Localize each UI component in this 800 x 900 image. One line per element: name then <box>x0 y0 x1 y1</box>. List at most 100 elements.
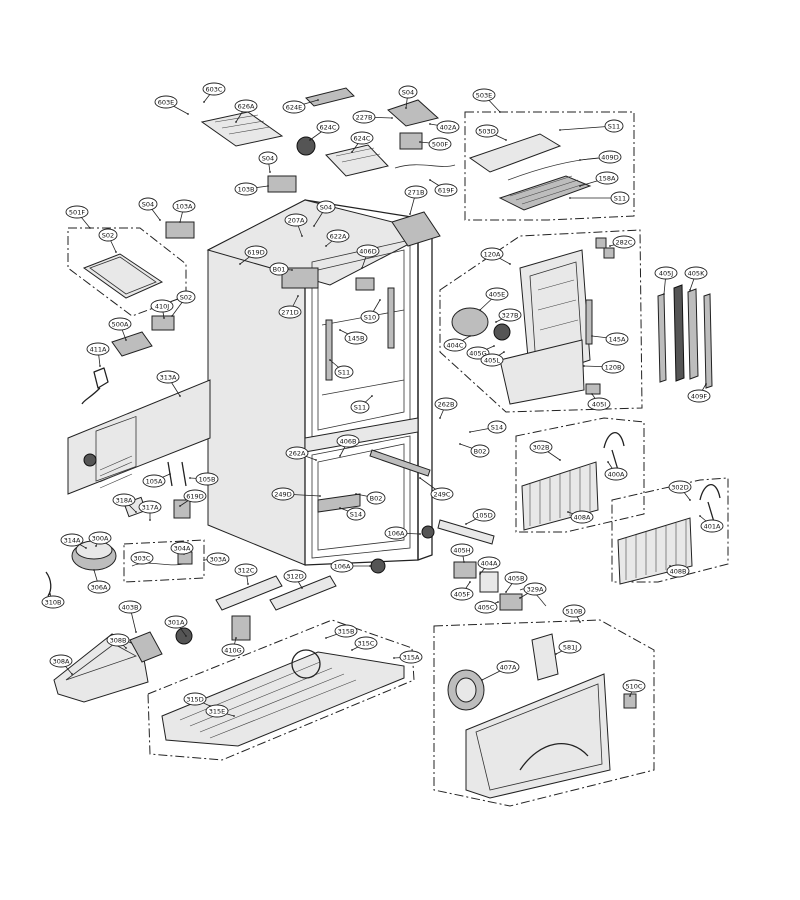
callout-s10: S10 <box>360 299 381 324</box>
callout-bubble <box>205 704 229 718</box>
callout-bubble <box>558 640 582 654</box>
callout-bubble <box>282 100 306 114</box>
callout-404a: 404A <box>477 556 501 575</box>
callout-label: 317A <box>142 504 159 512</box>
callout-145a: 145A <box>591 332 629 346</box>
compressor-parts <box>45 461 205 597</box>
callout-315d: 315D <box>183 692 211 707</box>
callout-624e: 624E <box>282 99 319 114</box>
leader-end <box>319 495 321 497</box>
callout-405c: 405C <box>474 600 499 614</box>
callout-249c: 249C <box>419 477 454 501</box>
callout-b02a: B02 <box>459 443 490 458</box>
leader-end <box>297 295 299 297</box>
callout-318a: 318A <box>112 493 137 513</box>
leader-end <box>429 179 431 181</box>
callout-label: 315E <box>209 708 226 716</box>
leader-end <box>569 197 571 199</box>
lamp-cover <box>468 133 562 173</box>
leader-end <box>705 383 707 385</box>
callout-label: S04 <box>262 155 274 163</box>
leader-end <box>591 335 593 337</box>
leader-end <box>371 395 373 397</box>
callout-bubble <box>65 205 89 219</box>
callout-label: 315A <box>403 654 420 662</box>
leader-end <box>379 299 381 301</box>
callout-bubble <box>404 185 428 199</box>
leader-end <box>339 507 341 509</box>
callout-label: 145A <box>609 336 626 344</box>
callout-label: 314A <box>64 537 81 545</box>
callout-label: 249C <box>434 491 451 499</box>
callout-label: 408B <box>670 568 687 576</box>
leader-end <box>233 715 235 717</box>
callout-329a: 329A <box>519 582 547 599</box>
group-503e-boundary <box>464 111 635 221</box>
callout-label: 313A <box>160 374 177 382</box>
callout-bubble <box>428 137 452 151</box>
leader-end <box>469 335 471 337</box>
callout-145b: 145B <box>339 329 368 345</box>
callout-label: 410G <box>224 647 241 655</box>
callout-label: 105A <box>146 478 163 486</box>
leader-end <box>125 339 127 341</box>
callout-409f: 409F <box>687 383 711 403</box>
callout-label: S04 <box>402 89 414 97</box>
callout-label: 310B <box>45 599 62 607</box>
callout-bubble <box>269 262 289 276</box>
callout-label: 405C <box>478 604 495 612</box>
callout-405k: 405K <box>684 266 708 291</box>
leader-end <box>269 171 271 173</box>
callout-308b: 308B <box>106 633 130 649</box>
leader-end <box>125 647 127 649</box>
callout-106a: 106A <box>384 526 421 540</box>
callout-105d: 105D <box>465 508 496 525</box>
callout-303a: 303A <box>203 552 230 566</box>
callout-label: B02 <box>474 448 487 456</box>
leader-end <box>579 621 581 623</box>
callout-bubble <box>399 650 423 664</box>
callout-label: 207A <box>288 217 305 225</box>
callout-bubble <box>172 199 196 213</box>
callout-603c: 603C <box>202 82 226 103</box>
callout-bubble <box>234 563 258 577</box>
machine-compartment-tray <box>53 631 163 703</box>
callout-s14b: S14 <box>339 507 366 521</box>
callout-label: 105D <box>475 512 492 520</box>
callout-282c: 282C <box>609 235 636 249</box>
callout-s11c: S11 <box>329 359 354 379</box>
callout-315a: 315A <box>393 650 423 664</box>
callout-label: 120A <box>484 251 501 259</box>
callout-bubble <box>283 569 307 583</box>
callout-158a: 158A <box>579 171 619 187</box>
callout-label: 303C <box>134 555 151 563</box>
callout-bubble <box>475 124 499 138</box>
callout-label: 302B <box>533 444 550 452</box>
callout-label: 503D <box>478 128 495 136</box>
leader-end <box>409 213 411 215</box>
callout-label: 308A <box>53 658 70 666</box>
callout-bubble <box>684 266 708 280</box>
leader-end <box>179 221 181 223</box>
callout-label: 400A <box>608 471 625 479</box>
callout-label: 302D <box>671 484 688 492</box>
callout-bubble <box>278 305 302 319</box>
leader-end <box>579 185 581 187</box>
callout-label: 300A <box>92 535 109 543</box>
callout-label: 401A <box>704 523 721 531</box>
callout-label: 312D <box>286 573 303 581</box>
callout-label: 404A <box>481 560 498 568</box>
callout-label: 500A <box>112 321 129 329</box>
leader-end <box>607 461 609 463</box>
leader-end <box>159 219 161 221</box>
leader-end <box>149 519 151 521</box>
callout-label: S02 <box>102 232 114 240</box>
callout-bubble <box>434 183 458 197</box>
callout-bubble <box>221 643 245 657</box>
leader-end <box>391 117 393 119</box>
callout-bubble <box>384 526 408 540</box>
callout-label: 304A <box>174 545 191 553</box>
callout-310b: 310B <box>41 593 65 609</box>
callout-label: 409F <box>691 393 707 401</box>
